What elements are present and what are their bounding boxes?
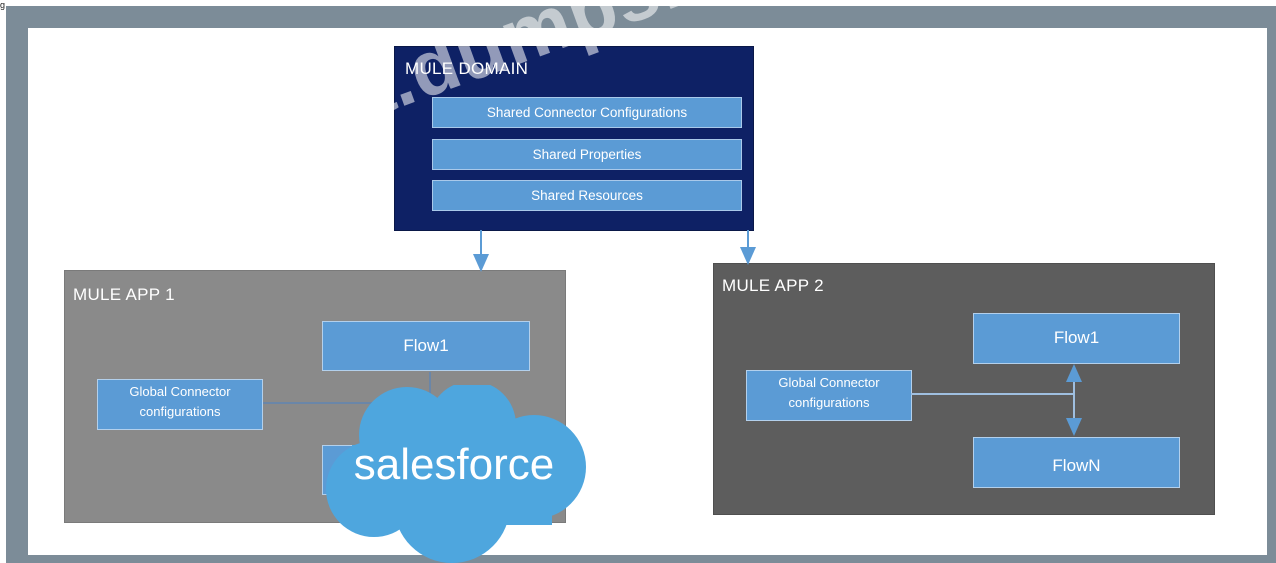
- app2-flowN: FlowN: [973, 437, 1180, 488]
- app1-flow1: Flow1: [322, 321, 530, 371]
- shared-resources: Shared Resources: [432, 180, 742, 211]
- shared-connector-configurations: Shared Connector Configurations: [432, 97, 742, 128]
- app1-global-connector-line1: Global Connector: [129, 384, 231, 399]
- app1-global-connector-line2: configurations: [139, 404, 221, 419]
- app2-global-connector-line1: Global Connector: [778, 375, 880, 390]
- app2-flow1: Flow1: [973, 313, 1180, 364]
- salesforce-logo: salesforce: [326, 385, 586, 563]
- corner-mark: g: [0, 0, 6, 10]
- mule-domain-box: MULE DOMAIN Shared Connector Configurati…: [394, 46, 754, 231]
- app2-global-connector-line2: configurations: [788, 395, 870, 410]
- mule-domain-title: MULE DOMAIN: [405, 59, 529, 78]
- mule-app-2-box: MULE APP 2 Flow1 Global Connector config…: [713, 263, 1215, 515]
- app1-global-connector-config: Global Connector configurations: [97, 379, 263, 430]
- app2-global-connector-config: Global Connector configurations: [746, 370, 912, 421]
- shared-properties: Shared Properties: [432, 139, 742, 170]
- salesforce-logo-text: salesforce: [354, 440, 555, 489]
- mule-app-1-title: MULE APP 1: [73, 285, 175, 304]
- mule-app-2-title: MULE APP 2: [722, 276, 824, 295]
